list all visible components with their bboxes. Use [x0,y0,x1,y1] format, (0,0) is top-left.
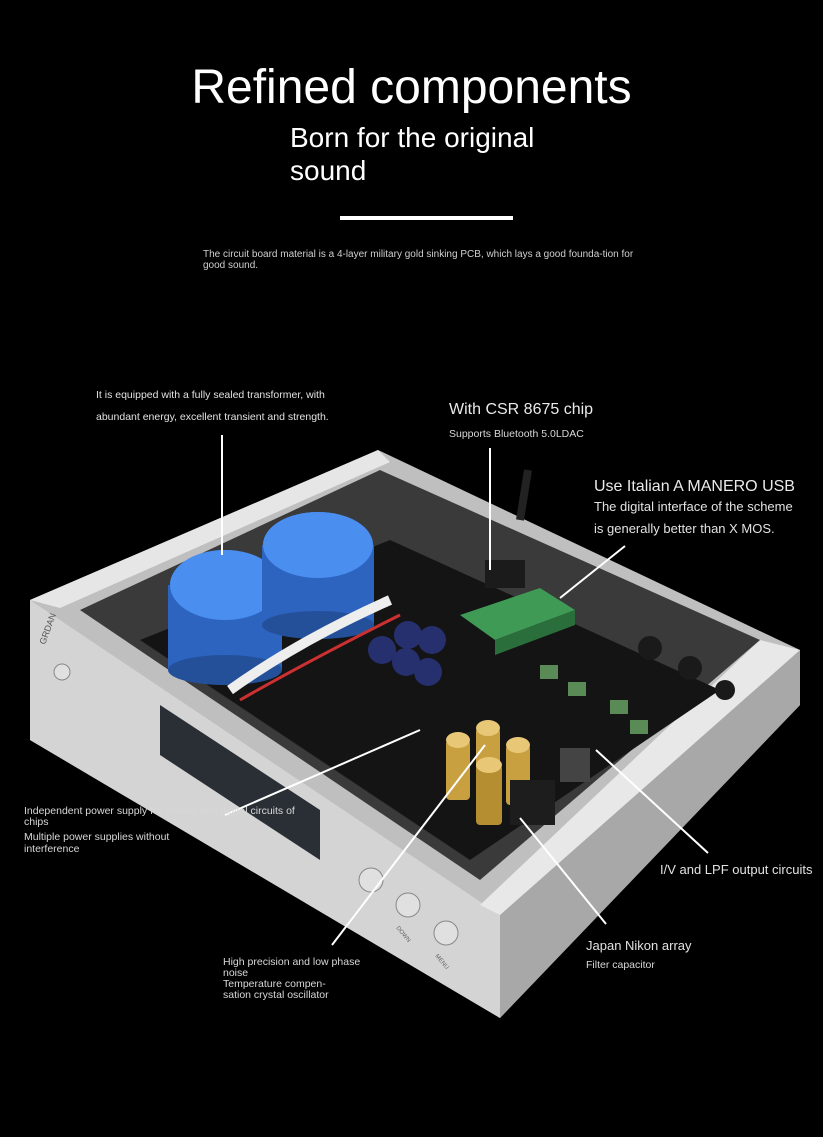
front-button-1 [358,867,384,893]
top-rail-back [30,450,390,608]
callout-transformer: It is equipped with a fully sealed trans… [96,384,329,428]
power-line-3: Multiple power supplies without [24,831,170,843]
antenna [516,469,532,521]
iv-title: I/V and LPF output circuits [660,862,813,877]
blue-capacitor-bank [368,621,446,686]
usb-line-2: is generally better than X MOS. [594,521,775,536]
subtitle-line-1: Born for the original [290,122,535,153]
power-button [53,663,71,681]
heatsink [510,780,555,825]
transformer-line-2: abundant energy, excellent transient and… [96,411,329,423]
oscillator-line-4: sation crystal oscillator [223,989,329,1001]
usb-line-1: The digital interface of the scheme [594,499,793,514]
callout-oscillator: High precision and low phase noise Tempe… [223,956,360,1001]
power-line-1: Independent power supply for analog and … [24,805,295,817]
front-button-menu [433,920,459,946]
leader-power [224,729,421,816]
red-wire [239,613,401,702]
nikon-detail: Filter capacitor [586,959,655,971]
callout-power: Independent power supply for analog and … [24,805,314,856]
title-underline [340,216,513,220]
usb-title: Use Italian A MANERO USB [594,478,795,495]
callout-usb: Use Italian A MANERO USB The digital int… [594,478,795,540]
leader-usb [559,545,626,599]
oscillator-line-1: High precision and low phase [223,956,361,968]
page-subtitle: Born for the original sound [290,121,570,187]
side-panel [500,650,800,1018]
callout-nikon: Japan Nikon array Filter capacitor [586,935,692,972]
display-window [160,705,320,860]
gold-capacitor-bank [446,720,530,825]
page-title: Refined components [191,61,632,114]
front-button-down [395,892,421,918]
transformer-line-1: It is equipped with a fully sealed trans… [96,389,325,401]
leader-oscillator [331,744,486,946]
leader-nikon [519,817,607,925]
nikon-title: Japan Nikon array [586,938,692,953]
callout-csr: With CSR 8675 chip Supports Bluetooth 5.… [449,401,593,441]
usb-module [460,588,575,640]
oscillator-line-2: noise [223,967,249,979]
subtitle-line-2: sound [290,155,367,186]
csr-detail: Supports Bluetooth 5.0LDAC [449,428,584,440]
top-rail-right [480,640,800,915]
callout-iv: I/V and LPF output circuits [660,859,812,881]
power-line-4: interference [24,843,80,855]
regulator [560,748,590,782]
oscillator-line-3: Temperature compen- [223,978,326,990]
ribbon-cable [227,595,393,695]
power-line-2: chips [24,816,49,828]
csr-title: With CSR 8675 chip [449,401,594,418]
intro-text: The circuit board material is a 4-layer … [203,249,634,271]
leader-iv [595,749,709,854]
